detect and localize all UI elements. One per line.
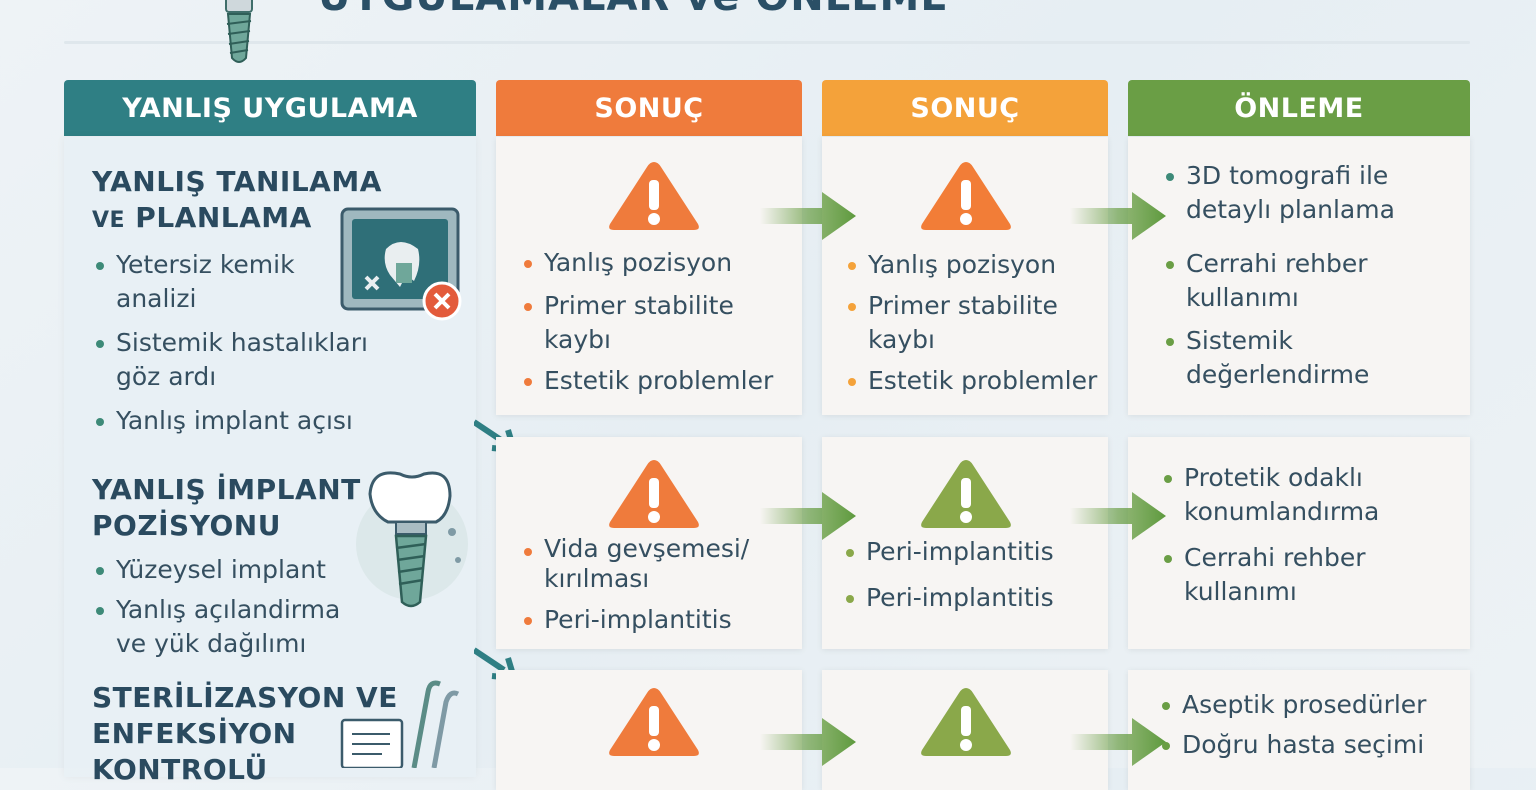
row-1-prevention-card [1128, 137, 1470, 415]
row-1-result-1-item-3: Estetik problemler [518, 364, 773, 398]
header-result-2: SONUÇ [822, 80, 1108, 136]
row-1-result-2-item-2: Primer stabilite kaybı [842, 289, 1058, 357]
row-3-prevention-item-2: Doğru hasta seçimi [1156, 728, 1424, 762]
flow-arrow-icon [1070, 192, 1166, 240]
flow-arrow-icon [760, 492, 856, 540]
row-1-result-2-item-1: Yanlış pozisyon [842, 248, 1056, 282]
warning-icon [921, 460, 1011, 528]
flow-arrow-icon [760, 192, 856, 240]
row-1-prevention-item-2: Sistemik değerlendirme [1160, 324, 1369, 392]
page-title: UYGULAMALAR ve ÖNLEME [318, 0, 949, 20]
xray-monitor-icon [340, 207, 462, 321]
row-1-result-2-item-3: Estetik problemler [842, 364, 1097, 398]
section-2-item-1: Yüzeysel implant [90, 553, 326, 587]
dental-tools-icon [340, 680, 460, 768]
flow-arrow-icon [760, 718, 856, 766]
row-2-prevention-item-2: Cerrahi rehber kullanımı [1158, 541, 1366, 609]
row-2-result-1-item-2: Peri-implantitis [518, 603, 732, 637]
section-1-item-3: Yanlış implant açısı [90, 404, 353, 438]
row-1-prevention-item-1: Cerrahi rehber kullanımı [1160, 247, 1368, 315]
row-3-prevention-item-1: Aseptik prosedürler [1156, 688, 1426, 722]
row-2-prevention-card [1128, 437, 1470, 649]
flow-arrow-icon [1070, 492, 1166, 540]
warning-icon [609, 162, 699, 230]
row-2-result-1-item-1: Vida gevşemesi/ kırılması [518, 534, 749, 594]
section-1-item-1: Yetersiz kemik analizi [90, 248, 295, 316]
title-divider [64, 41, 1470, 44]
row-2-result-2-item-1: Peri-implantitis [840, 535, 1054, 569]
flow-arrow-icon [1070, 718, 1166, 766]
dental-implant-icon [356, 471, 468, 608]
warning-icon [921, 688, 1011, 756]
section-2-title: YANLIŞ İMPLANT POZİSYONU [92, 473, 361, 542]
header-result-1: SONUÇ [496, 80, 802, 136]
row-1-result-1-item-1: Yanlış pozisyon [518, 246, 732, 280]
section-1-title: YANLIŞ TANILAMA VE PLANLAMA [92, 165, 382, 234]
row-2-prevention-item-1: Protetik odaklı konumlandırma [1158, 461, 1379, 529]
row-2-result-2-item-2: Peri-implantitis [840, 581, 1054, 615]
warning-icon [609, 688, 699, 756]
implant-icon [225, 0, 253, 63]
row-1-prevention-text: 3D tomografi ile detaylı planlama [1160, 159, 1395, 227]
header-prevention: ÖNLEME [1128, 80, 1470, 136]
section-2-item-2: Yanlış açılandirma ve yük dağılımı [90, 593, 340, 661]
warning-icon [921, 162, 1011, 230]
warning-icon [609, 460, 699, 528]
row-1-result-1-item-2: Primer stabilite kaybı [518, 289, 734, 357]
header-wrong-practice: YANLIŞ UYGULAMA [64, 80, 476, 136]
section-1-item-2: Sistemik hastalıkları göz ardı [90, 326, 368, 394]
